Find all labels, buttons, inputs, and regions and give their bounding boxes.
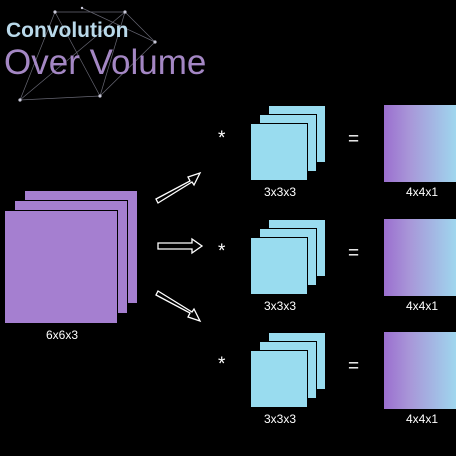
title-line-2: Over Volume bbox=[4, 43, 207, 82]
output-2 bbox=[384, 219, 456, 296]
filter-3-label: 3x3x3 bbox=[263, 412, 297, 426]
filter-3-channel-1 bbox=[250, 350, 308, 408]
convolve-operator-1: * bbox=[218, 128, 226, 149]
convolve-operator-2: * bbox=[218, 241, 226, 262]
filter-1-label: 3x3x3 bbox=[263, 185, 297, 199]
equals-1: = bbox=[348, 129, 360, 150]
input-channel-1 bbox=[4, 210, 118, 324]
arrow-up-icon bbox=[155, 171, 202, 204]
equals-3: = bbox=[348, 356, 360, 377]
equals-2: = bbox=[348, 243, 360, 264]
filter-1-channel-1 bbox=[250, 123, 308, 181]
output-1-label: 4x4x1 bbox=[405, 185, 439, 199]
title-line-1: Convolution bbox=[6, 19, 129, 42]
arrow-right-icon bbox=[157, 237, 204, 255]
arrows bbox=[155, 171, 204, 323]
output-2-label: 4x4x1 bbox=[405, 299, 439, 313]
output-3-label: 4x4x1 bbox=[405, 412, 439, 426]
input-label: 6x6x3 bbox=[45, 328, 79, 342]
output-3 bbox=[384, 332, 456, 409]
filter-2-label: 3x3x3 bbox=[263, 299, 297, 313]
output-1 bbox=[384, 105, 456, 182]
filter-2-channel-1 bbox=[250, 237, 308, 295]
network-graphic bbox=[18, 6, 157, 102]
arrow-down-icon bbox=[155, 290, 202, 323]
convolve-operator-3: * bbox=[218, 354, 226, 375]
